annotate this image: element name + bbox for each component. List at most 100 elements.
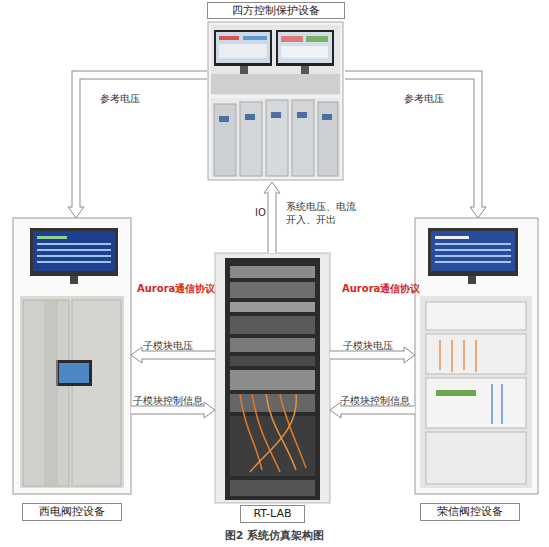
arrow-shaft-fill (131, 407, 206, 414)
xidian-cabinet-photo-part (37, 261, 111, 263)
rongxin-cabinet-photo-part (415, 218, 538, 494)
arrow-shaft (341, 406, 415, 415)
rt-lab-rack-photo-part (230, 316, 315, 334)
equipment-label: RT-LAB (240, 505, 305, 523)
xidian-cabinet-photo-part (37, 255, 111, 257)
rt-lab-rack-photo-part (230, 282, 315, 298)
control-room-photo-part (281, 46, 328, 58)
xidian-cabinet-photo-part (37, 249, 111, 251)
arrow-label: 子模块控制信息 (340, 394, 410, 407)
rongxin-cabinet-photo (415, 218, 538, 494)
rt-lab-rack-photo-part (230, 356, 315, 366)
equipment-label: 西电阀控设备 (22, 503, 122, 521)
xidian-cabinet-photo-part (72, 300, 121, 486)
rongxin-cabinet-photo-part (440, 340, 476, 372)
xidian-cabinet-photo-part (33, 231, 115, 271)
signal-arrow (345, 75, 486, 218)
arrow-label: IO (255, 206, 266, 219)
signal-arrow (68, 75, 207, 218)
rongxin-cabinet-photo-part (435, 243, 511, 245)
arrow-head (204, 402, 215, 418)
protocol-note: Aurora通信协议 (137, 282, 215, 295)
equipment-label: 四方控制保护设备 (207, 2, 345, 19)
control-room-photo-part (276, 30, 334, 66)
arrow-shaft-fill (339, 407, 415, 414)
rt-lab-rack-photo-part (225, 258, 320, 500)
control-room-photo-part (211, 98, 340, 177)
arrow-head (68, 207, 84, 218)
rt-lab-rack-photo-part (280, 394, 306, 468)
arrow-head (470, 207, 486, 218)
control-room-photo-part (216, 32, 270, 63)
figure-caption: 图2 系统仿真架构图 (0, 529, 549, 542)
rongxin-cabinet-photo-part (435, 236, 469, 239)
rongxin-cabinet-photo-part (435, 261, 511, 263)
control-room-photo-part (211, 25, 340, 95)
arrow-label: 子模块控制信息 (133, 394, 203, 407)
rongxin-cabinet-photo-part (435, 255, 511, 257)
xidian-cabinet-photo-part (70, 276, 78, 284)
equipment-label: 荣信阀控设备 (420, 503, 520, 521)
xidian-cabinet-photo-part (37, 236, 67, 239)
control-room-photo-part (301, 66, 309, 74)
signal-arrow (264, 182, 280, 253)
control-room-photo-part (266, 100, 288, 176)
xidian-cabinet-photo-part (20, 296, 124, 488)
rongxin-cabinet-photo-part (426, 302, 526, 330)
arrow-head (131, 347, 142, 363)
xidian-cabinet-photo-part (13, 218, 131, 494)
xidian-cabinet-photo-part (56, 360, 92, 386)
rt-lab-rack-photo-part (240, 394, 262, 470)
control-room-photo-part (306, 36, 328, 42)
protocol-note: Aurora通信协议 (342, 282, 420, 295)
arrow-head (404, 347, 415, 363)
control-room-photo-part (318, 102, 338, 176)
control-room-photo-part (211, 74, 340, 94)
arrow-label: 子模块电压 (343, 339, 393, 352)
control-room-photo-part (219, 36, 239, 40)
rongxin-cabinet-photo-part (426, 432, 526, 484)
rt-lab-rack-photo-part (230, 370, 315, 390)
equipment-node: 荣信阀控设备 (415, 218, 538, 522)
rt-lab-rack-photo-part (230, 302, 315, 312)
rongxin-cabinet-photo-part (431, 231, 515, 271)
arrow-shaft-fill (269, 191, 276, 253)
arrow-label: 子模块电压 (143, 339, 193, 352)
control-room-photo-part (208, 22, 343, 180)
control-room-photo-part (243, 36, 267, 40)
xidian-cabinet-photo (13, 218, 131, 494)
control-room-photo-part (245, 114, 255, 120)
rt-lab-rack-photo-part (252, 394, 280, 472)
rt-lab-rack-photo-part (230, 266, 315, 278)
control-room-photo-part (240, 102, 262, 176)
arrow-label: 参考电压 (100, 92, 140, 105)
arrow-shaft (142, 351, 215, 360)
rongxin-cabinet-photo-part (435, 249, 511, 251)
control-room-photo-part (322, 114, 332, 120)
arrow-shaft-fill (330, 352, 406, 359)
arrow-shaft (131, 406, 204, 415)
control-room-photo-part (278, 32, 332, 63)
rongxin-cabinet-photo-part (468, 276, 476, 284)
arrow-shaft-fill (140, 352, 215, 359)
rt-lab-rack-photo-part (250, 394, 296, 472)
signal-note: 系统电压、电流 开入、开出 (286, 200, 360, 226)
xidian-cabinet-photo-part (23, 300, 69, 486)
arrow-head (330, 402, 341, 418)
xidian-cabinet-photo-part (59, 363, 89, 383)
rongxin-cabinet-photo-part (492, 384, 502, 424)
control-room-photo-part (214, 104, 236, 176)
arrow-shaft-fill (76, 75, 207, 209)
arrow-head (264, 182, 280, 193)
equipment-node: RT-LAB (215, 253, 330, 523)
rt-lab-rack-photo (215, 253, 330, 503)
arrow-label: 参考电压 (404, 92, 444, 105)
rongxin-cabinet-photo-part (426, 378, 526, 428)
rongxin-cabinet-photo-part (426, 334, 526, 374)
control-room-photo-part (281, 36, 303, 42)
control-room-photo (208, 22, 343, 180)
arrow-shaft (345, 75, 478, 207)
